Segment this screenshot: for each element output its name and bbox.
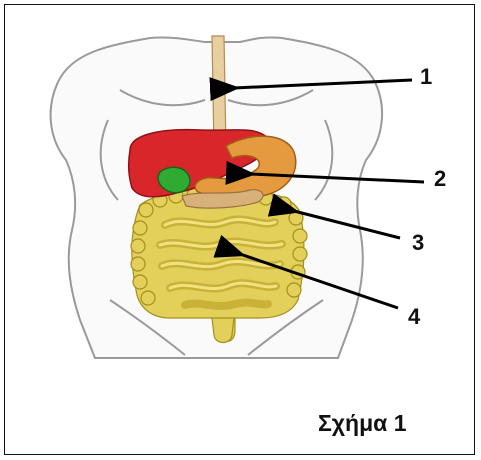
callout-4-label: 4 xyxy=(408,306,420,328)
callout-3-label: 3 xyxy=(412,232,424,254)
callout-1-label: 1 xyxy=(420,66,432,88)
rectum xyxy=(212,318,234,343)
callout-2-label: 2 xyxy=(434,168,446,190)
figure-caption: Σχήμα 1 xyxy=(318,410,407,437)
